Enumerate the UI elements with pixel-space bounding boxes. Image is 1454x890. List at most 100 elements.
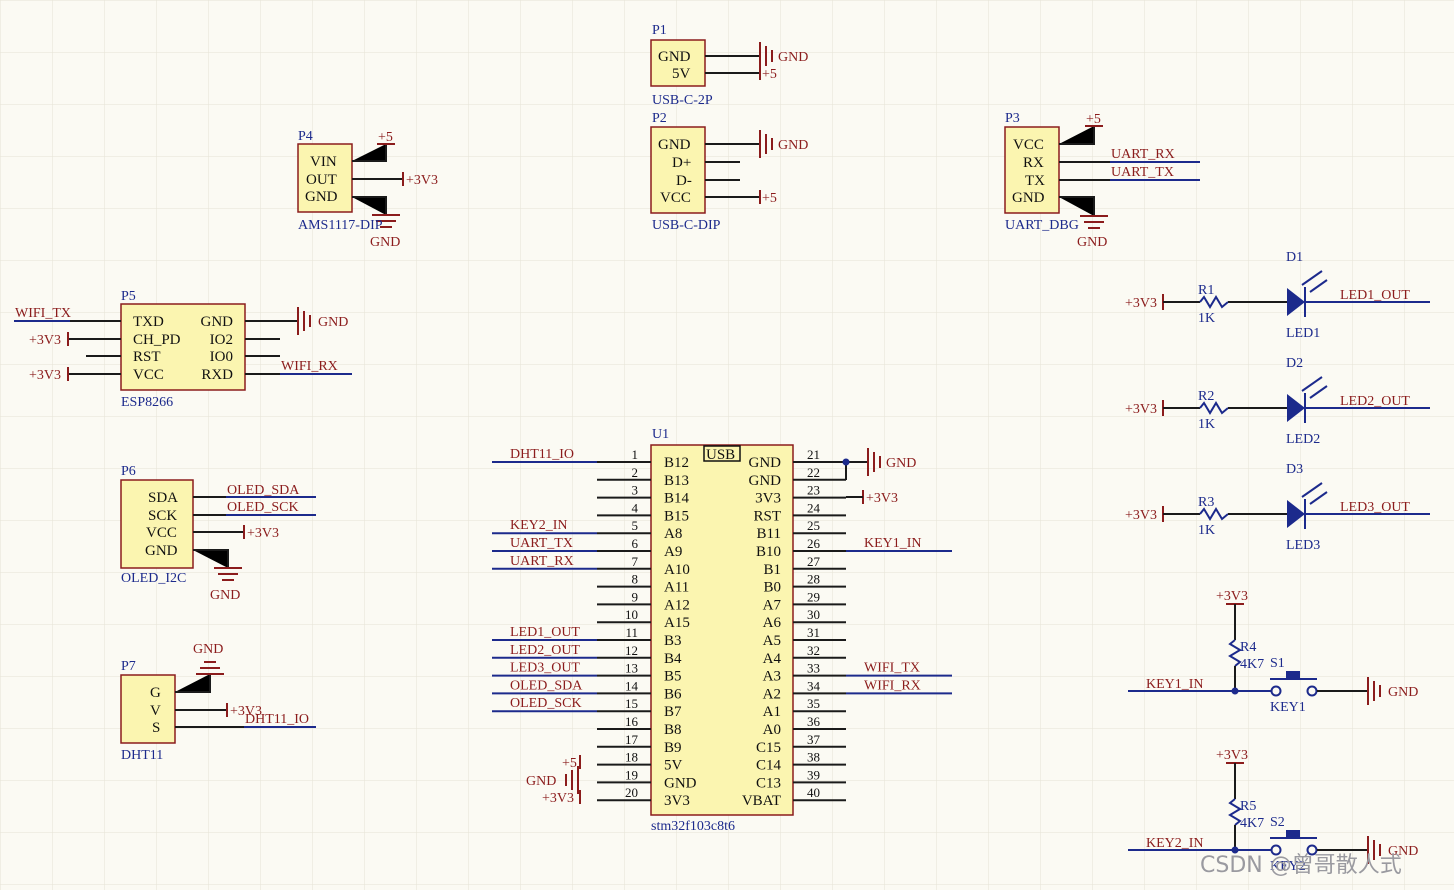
u1-pin-label: B6 — [664, 686, 682, 702]
p2-net-5v: +5 — [762, 191, 777, 206]
p4-footprint: AMS1117-DIP — [298, 218, 383, 233]
p3-net-uart-tx: UART_TX — [1111, 165, 1174, 180]
p6-net-oled-sck: OLED_SCK — [227, 500, 299, 515]
diode-name: LED2 — [1286, 432, 1320, 447]
mcu-u1-stm32[interactable]: U1 USB B121DHT11_IOB132B143B154A85KEY2_I… — [492, 427, 952, 834]
u1-pin-label: B10 — [756, 544, 781, 560]
led-vcc-label: +3V3 — [1125, 296, 1157, 311]
led-net-label: LED2_OUT — [1340, 394, 1410, 409]
u1-pin-label: A6 — [763, 615, 782, 631]
u1-pin-label: B0 — [763, 580, 781, 596]
p3-pin-vcc: VCC — [1013, 137, 1044, 153]
p3-net-gnd: GND — [1077, 235, 1107, 250]
p2-net-gnd: GND — [778, 138, 808, 153]
p5-pin-io0: IO0 — [210, 349, 233, 365]
resistor-value: 1K — [1198, 523, 1215, 538]
u1-pin-label: A3 — [763, 669, 781, 685]
p4-net-3v3: +3V3 — [406, 173, 438, 188]
p1-net-5v: +5 — [762, 67, 777, 82]
p7-pin-v: V — [150, 703, 161, 719]
u1-net-label: LED1_OUT — [510, 625, 580, 640]
p5-pin-rst: RST — [133, 349, 161, 365]
u1-pin-number: 2 — [632, 465, 639, 480]
u1-pin-label: B12 — [664, 455, 689, 471]
resistor-designator: R2 — [1198, 389, 1214, 404]
u1-pin-label: B14 — [664, 491, 690, 507]
watermark: CSDN @曾哥散人式 — [1200, 853, 1402, 878]
p2-pin-vcc: VCC — [660, 190, 691, 206]
p5-net-wifi-tx: WIFI_TX — [15, 306, 71, 321]
p6-footprint: OLED_I2C — [121, 571, 186, 586]
u1-pin-number: 24 — [807, 500, 821, 515]
p2-pin-gnd: GND — [658, 137, 691, 153]
resistor-designator: R1 — [1198, 283, 1214, 298]
sensor-p7-dht11[interactable]: P7 G V S GND +3V3 DHT11_IO DHT11 — [120, 642, 316, 763]
p2-pin-dplus: D+ — [672, 155, 691, 171]
resistor-value: 4K7 — [1240, 816, 1264, 831]
p5-pin-ch-pd: CH_PD — [133, 332, 181, 348]
p1-pin-5v: 5V — [672, 66, 691, 82]
resistor-designator: R5 — [1240, 799, 1256, 814]
connector-p2[interactable]: P2 GND D+ D- VCC GND +5 USB-C-DIP — [650, 111, 808, 233]
p5-designator: P5 — [121, 289, 136, 304]
p7-net-dht11-io: DHT11_IO — [245, 712, 309, 727]
u1-net-label: KEY2_IN — [510, 518, 568, 533]
key-net-label: KEY1_IN — [1146, 677, 1204, 692]
p3-pin-tx: TX — [1025, 173, 1045, 189]
p5-pin-gnd: GND — [201, 314, 234, 330]
u1-net-label: DHT11_IO — [510, 447, 574, 462]
p3-designator: P3 — [1005, 111, 1020, 126]
diode-icon — [1287, 500, 1305, 528]
u1-pin-number: 33 — [807, 661, 820, 676]
p7-footprint: DHT11 — [121, 748, 163, 763]
connector-p1[interactable]: P1 GND 5V GND +5 USB-C-2P — [650, 23, 808, 108]
switch-designator: S1 — [1270, 656, 1285, 671]
module-p5-esp8266[interactable]: P5 TXD CH_PD RST VCC GND IO2 IO0 RXD WIF… — [14, 289, 352, 410]
p5-pin-vcc: VCC — [133, 367, 164, 383]
diode-icon — [1287, 394, 1305, 422]
connector-p3[interactable]: P3 VCC RX TX GND +5 UART_RX UART_TX UART… — [1004, 111, 1200, 250]
u1-pin-label: A4 — [763, 651, 782, 667]
p5-pin-rxd: RXD — [201, 367, 233, 383]
u1-pin-number: 12 — [625, 643, 638, 658]
u1-pin-label: A10 — [664, 562, 690, 578]
resistor-value: 1K — [1198, 311, 1215, 326]
led-net-label: LED1_OUT — [1340, 288, 1410, 303]
u1-pin-label: B13 — [664, 473, 689, 489]
u1-pin-label: A1 — [763, 704, 781, 720]
u1-net-label: WIFI_RX — [864, 678, 921, 693]
u1-pin-label: A0 — [763, 722, 781, 738]
resistor-value: 4K7 — [1240, 657, 1264, 672]
regulator-p4[interactable]: P4 VIN OUT GND +5 +3V3 AMS1117-DIP GND — [297, 129, 438, 250]
p4-net-5v: +5 — [378, 130, 393, 145]
p7-designator: P7 — [121, 659, 136, 674]
u1-pin-label: 3V3 — [664, 793, 690, 809]
u1-pin-number: 1 — [632, 447, 639, 462]
u1-pin-label: B15 — [664, 508, 689, 524]
u1-pin-number: 39 — [807, 767, 820, 782]
module-p6-oled[interactable]: P6 SDA SCK VCC GND OLED_SDA OLED_SCK +3V… — [120, 464, 316, 603]
u1-pin-label: C13 — [756, 775, 781, 791]
u1-pin-number: 6 — [632, 536, 639, 551]
u1-pin-number: 13 — [625, 661, 638, 676]
button-icon — [1286, 830, 1300, 838]
u1-pin-number: 8 — [632, 572, 639, 587]
key-gnd-label: GND — [1388, 685, 1418, 700]
u1-net-label: UART_TX — [510, 536, 573, 551]
u1-pin-number: 25 — [807, 518, 820, 533]
u1-net-label: OLED_SCK — [510, 696, 582, 711]
u1-pin-label: B1 — [763, 562, 781, 578]
u1-pin-number: 20 — [625, 785, 638, 800]
u1-pin-number: 7 — [632, 554, 639, 569]
u1-pin-number: 36 — [807, 714, 821, 729]
junction-dot — [842, 458, 850, 466]
p6-pin-vcc: VCC — [146, 525, 177, 541]
gnd-symbol — [867, 448, 881, 476]
diode-designator: D1 — [1286, 250, 1303, 265]
